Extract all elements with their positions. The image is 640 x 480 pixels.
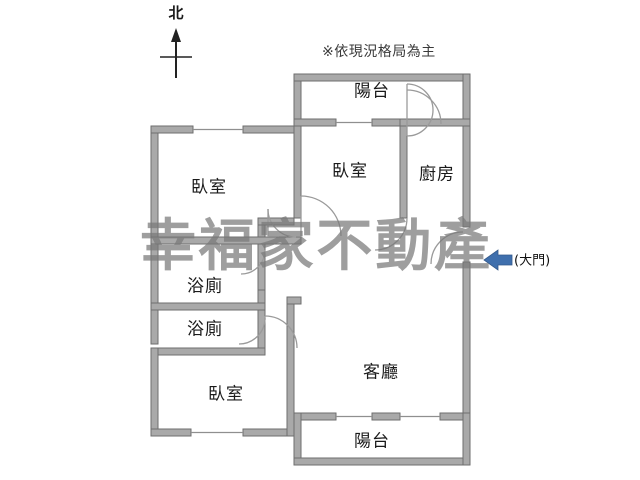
wall-balcony-bottom-top-b <box>371 412 401 421</box>
wall-group <box>150 73 471 466</box>
plan-note: ※依現況格局為主 <box>322 44 436 60</box>
wall-jamb-living-top <box>286 296 302 305</box>
door-arc-bedroom-top <box>300 195 342 237</box>
room-label-bathroom-upper: 浴廁 <box>187 276 223 297</box>
entrance-label: (大門) <box>514 253 551 269</box>
wall-balcony-bottom-right <box>462 412 471 466</box>
room-label-bathroom-lower: 浴廁 <box>187 319 223 340</box>
wall-jamb-bath-stub <box>257 289 266 304</box>
wall-east-outer-lower <box>462 261 471 421</box>
wall-east-top-cap <box>399 118 471 127</box>
wall-bath-divider <box>150 302 266 311</box>
wall-bedroom-left-top-a <box>150 125 194 134</box>
room-label-kitchen: 廚房 <box>419 164 455 185</box>
entrance-arrow-group <box>483 249 513 271</box>
north-arrow-head <box>171 28 181 42</box>
wall-bath-upper-right <box>257 243 266 298</box>
wall-center-spine-lower <box>286 296 295 437</box>
wall-bedroom-bottom-bot-b <box>242 428 295 437</box>
room-label-balcony-top: 陽台 <box>354 81 390 102</box>
entrance-arrow-icon <box>483 249 513 271</box>
room-label-living-room: 客廳 <box>363 362 399 383</box>
wall-balcony-top-top <box>293 73 471 82</box>
door-arc-bath-lower <box>238 317 266 345</box>
wall-balcony-bottom-left <box>293 412 302 466</box>
wall-balcony-top-right <box>462 73 471 127</box>
wall-balcony-top-left <box>293 73 302 127</box>
room-label-bedroom-bottom: 臥室 <box>208 384 244 405</box>
north-label: 北 <box>168 4 184 22</box>
north-marker-group <box>160 28 192 78</box>
wall-balcony-bedroom-div-b <box>371 118 401 127</box>
door-arc-balcony-top <box>406 83 434 137</box>
door-arc-kitchen <box>374 217 408 251</box>
wall-bedroom-left-top-b <box>242 125 302 134</box>
wall-balcony-bottom-bot <box>293 457 471 466</box>
room-label-bedroom-top: 臥室 <box>332 161 368 182</box>
door-arc-kitchen-top <box>406 89 442 125</box>
door-arc-main-entrance <box>430 231 464 265</box>
wall-bath-lower-bot <box>150 347 266 356</box>
wall-bedroom-bottom-left <box>150 347 159 437</box>
wall-center-spine-upper <box>293 125 302 219</box>
door-arc-group <box>238 83 464 349</box>
door-arc-corridor-living <box>264 315 298 349</box>
wall-east-outer-upper <box>462 118 471 228</box>
room-label-bedroom-left: 臥室 <box>191 177 227 198</box>
wall-balcony-bedroom-div-a <box>293 118 337 127</box>
room-label-balcony-bottom: 陽台 <box>354 431 390 452</box>
wall-mid-horizontal <box>150 236 302 245</box>
wall-bedroom-left-left <box>150 125 159 345</box>
wall-bath-lower-right <box>257 309 266 349</box>
wall-kitchen-west <box>399 118 408 219</box>
wall-jamb-corridor-b <box>257 217 295 226</box>
door-arc-bath-upper <box>240 249 266 275</box>
wall-bedroom-bottom-bot-a <box>150 428 192 437</box>
